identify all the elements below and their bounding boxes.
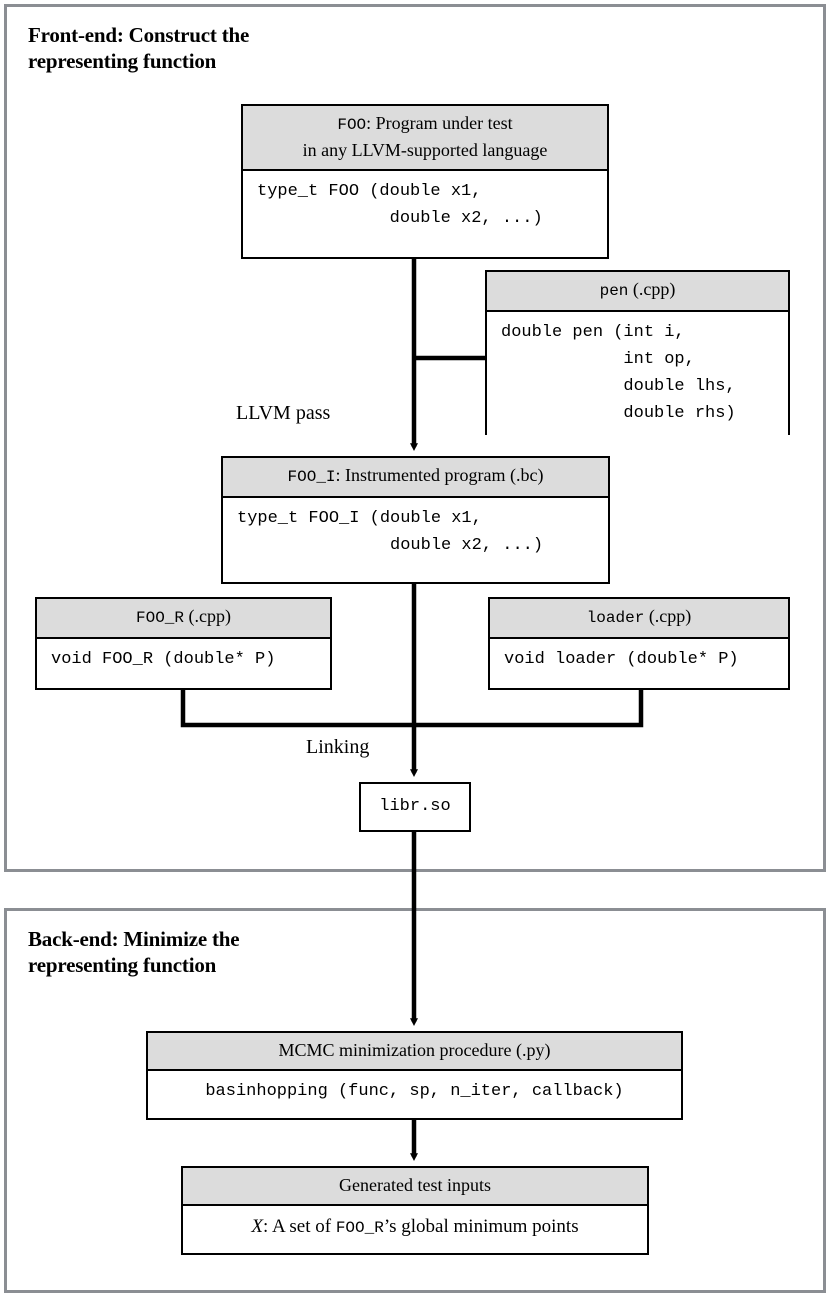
node-generated-body: X: A set of FOO_R’s global minimum point… bbox=[183, 1206, 647, 1250]
node-foo-i-header-mono: FOO_I bbox=[287, 468, 336, 486]
node-mcmc-body: basinhopping (func, sp, n_iter, callback… bbox=[148, 1071, 681, 1113]
node-mcmc[interactable]: MCMC minimization procedure (.py) basinh… bbox=[146, 1031, 683, 1120]
panel-backend-title: Back-end: Minimize the representing func… bbox=[28, 927, 240, 977]
node-generated-body-suffix: ’s global minimum points bbox=[383, 1216, 579, 1237]
node-foo-header-mono: FOO bbox=[337, 116, 367, 134]
node-pen[interactable]: pen (.cpp) double pen (int i, int op, do… bbox=[485, 270, 790, 435]
node-pen-header-mono: pen bbox=[599, 282, 629, 300]
panel-frontend-title: Front-end: Construct the representing fu… bbox=[28, 23, 250, 73]
node-loader[interactable]: loader (.cpp) void loader (double* P) bbox=[488, 597, 790, 690]
node-loader-body: void loader (double* P) bbox=[490, 639, 788, 681]
node-generated-test-inputs[interactable]: Generated test inputs X: A set of FOO_R’… bbox=[181, 1166, 649, 1255]
node-mcmc-header: MCMC minimization procedure (.py) bbox=[148, 1033, 681, 1071]
node-generated-body-mid: : A set of bbox=[262, 1216, 336, 1237]
node-foo-header: FOO: Program under test in any LLVM-suppo… bbox=[243, 106, 607, 171]
node-foo-r-body: void FOO_R (double* P) bbox=[37, 639, 330, 681]
node-libr-so-body: libr.so bbox=[361, 784, 469, 828]
node-generated-header: Generated test inputs bbox=[183, 1168, 647, 1206]
edge-label-linking: Linking bbox=[303, 736, 373, 759]
node-loader-header: loader (.cpp) bbox=[490, 599, 788, 639]
node-foo-r-header-mono: FOO_R bbox=[136, 609, 185, 627]
node-foo-header-rest: : Program under test bbox=[366, 113, 513, 133]
node-generated-body-var: X bbox=[251, 1216, 263, 1237]
node-foo-r-header-rest: (.cpp) bbox=[184, 606, 231, 626]
node-generated-body-mono: FOO_R bbox=[335, 1219, 384, 1237]
node-loader-header-rest: (.cpp) bbox=[644, 606, 692, 626]
node-loader-header-mono: loader bbox=[586, 609, 645, 627]
node-foo[interactable]: FOO: Program under test in any LLVM-suppo… bbox=[241, 104, 609, 259]
node-foo-header-line2: in any LLVM-supported language bbox=[302, 140, 548, 160]
node-foo-i-header-rest: : Instrumented program (.bc) bbox=[335, 465, 544, 485]
node-pen-header-rest: (.cpp) bbox=[628, 279, 676, 299]
edge-label-llvm-pass: LLVM pass bbox=[233, 402, 334, 425]
node-foo-i-header: FOO_I: Instrumented program (.bc) bbox=[223, 458, 608, 498]
node-foo-r-header: FOO_R (.cpp) bbox=[37, 599, 330, 639]
node-foo-body: type_t FOO (double x1, double x2, ...) bbox=[243, 171, 607, 240]
node-foo-i[interactable]: FOO_I: Instrumented program (.bc) type_t… bbox=[221, 456, 610, 584]
node-foo-i-body: type_t FOO_I (double x1, double x2, ...) bbox=[223, 498, 608, 567]
node-foo-r[interactable]: FOO_R (.cpp) void FOO_R (double* P) bbox=[35, 597, 332, 690]
node-pen-body: double pen (int i, int op, double lhs, d… bbox=[487, 312, 788, 435]
node-pen-header: pen (.cpp) bbox=[487, 272, 788, 312]
node-libr-so[interactable]: libr.so bbox=[359, 782, 471, 832]
